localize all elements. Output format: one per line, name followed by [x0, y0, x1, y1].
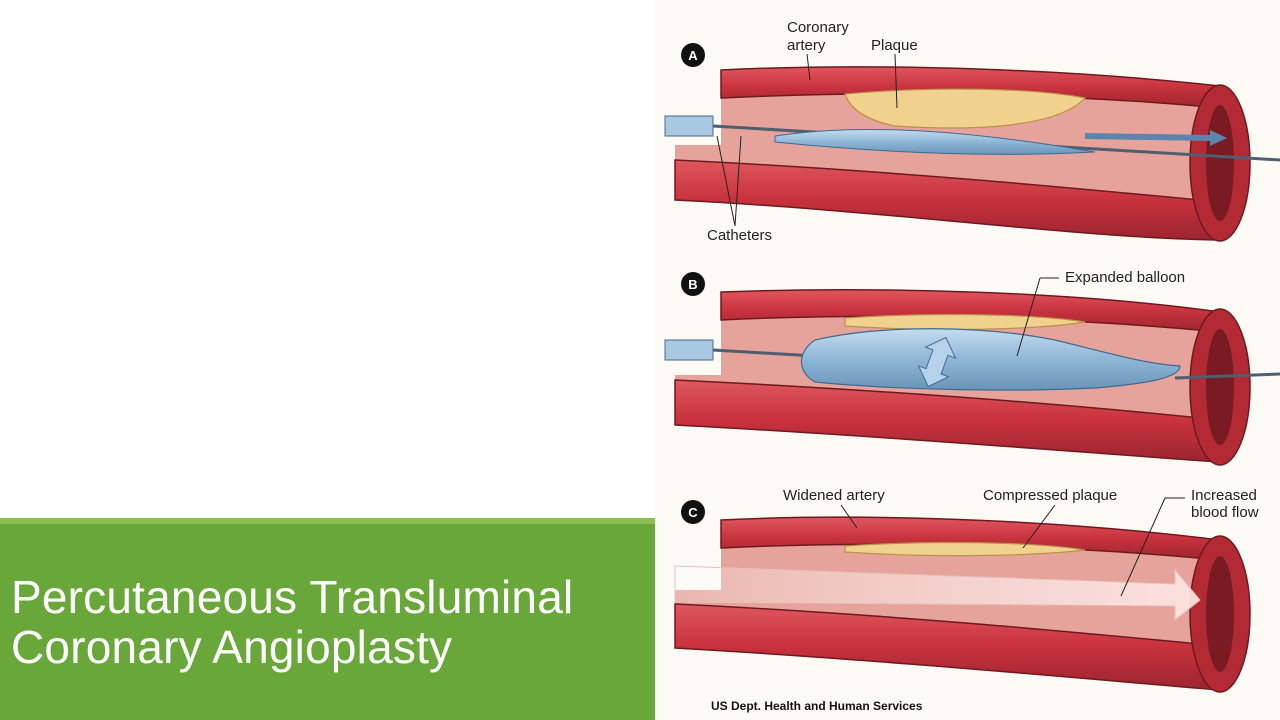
- title-band: [0, 518, 655, 720]
- step-badge-b: B: [681, 272, 705, 296]
- label-increased: Increased: [1191, 487, 1257, 504]
- step-badge-c: C: [681, 500, 705, 524]
- svg-text:A: A: [688, 48, 698, 63]
- title-line-1: Percutaneous Transluminal: [11, 571, 574, 623]
- label-compressed-plaque: Compressed plaque: [983, 487, 1117, 504]
- slide-title: Percutaneous Transluminal Coronary Angio…: [11, 572, 651, 672]
- label-catheters: Catheters: [707, 227, 772, 244]
- label-coronary: Coronary: [787, 19, 849, 36]
- balloon-b: [664, 328, 1280, 391]
- svg-text:C: C: [688, 505, 698, 520]
- labels-a: Coronary artery Plaque Catheters: [707, 19, 918, 244]
- panel-b: B Expanded balloon: [664, 269, 1280, 466]
- title-line-2: Coronary Angioplasty: [11, 621, 453, 673]
- image-credit: US Dept. Health and Human Services: [711, 699, 923, 713]
- plaque-a: [844, 88, 1087, 129]
- panel-c: C Widened artery Compressed plaque Incre…: [674, 487, 1259, 693]
- blood-flow-arrow: [674, 565, 1201, 622]
- labels-c: Widened artery Compressed plaque Increas…: [783, 487, 1259, 597]
- step-badge-a: A: [681, 43, 705, 67]
- label-widened-artery: Widened artery: [783, 487, 885, 504]
- label-plaque: Plaque: [871, 37, 918, 54]
- catheter-a: [664, 115, 1280, 162]
- svg-text:B: B: [688, 277, 697, 292]
- diagram-svg: A Coronary artery Plaque: [664, 19, 1280, 713]
- labels-b: Expanded balloon: [1016, 269, 1185, 357]
- label-artery: artery: [787, 37, 826, 54]
- panel-a: A Coronary artery Plaque: [664, 19, 1280, 244]
- label-expanded-balloon: Expanded balloon: [1065, 269, 1185, 286]
- angioplasty-diagram: A Coronary artery Plaque: [655, 0, 1280, 720]
- label-blood-flow: blood flow: [1191, 504, 1259, 521]
